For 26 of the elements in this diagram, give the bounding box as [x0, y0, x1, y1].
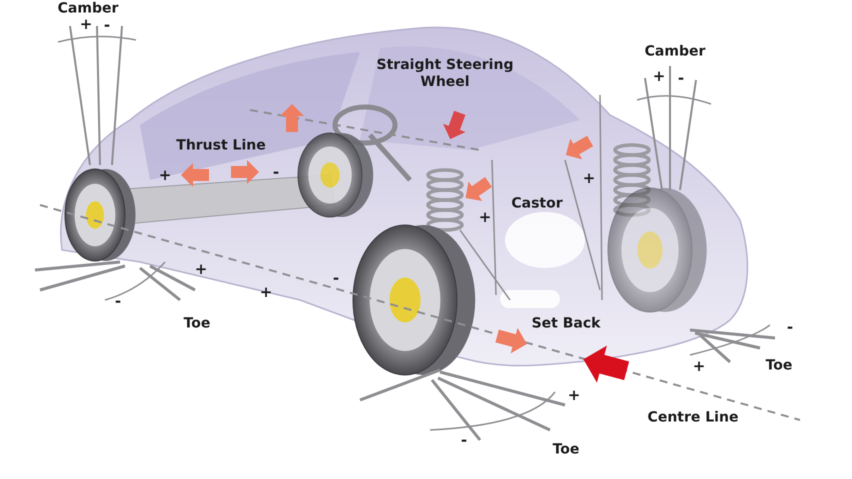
sign-label: -: [678, 69, 684, 87]
callout-label: Camber: [58, 0, 118, 18]
sign-label: +: [80, 15, 92, 33]
sign-label: -: [272, 163, 280, 181]
callout-label: Toe: [184, 316, 210, 332]
callout-label: Toe: [552, 442, 580, 458]
callout-label: Centre Line: [648, 410, 738, 426]
callout-label: Toe: [766, 358, 792, 374]
callout-label: Straight Steering Wheel: [376, 57, 514, 91]
callout-label: Castor: [511, 196, 563, 212]
callout-label: Camber: [644, 44, 706, 60]
callout-label: Thrust Line: [176, 138, 266, 154]
sign-label: -: [332, 269, 340, 287]
sign-label: +: [652, 67, 666, 85]
sign-label: -: [460, 431, 468, 449]
sign-label: -: [104, 16, 110, 34]
sign-label: -: [114, 292, 122, 310]
sign-label: +: [260, 283, 272, 301]
sign-label: +: [692, 357, 706, 375]
callout-label: Set Back: [532, 316, 600, 332]
sign-label: +: [568, 386, 580, 404]
sign-label: +: [158, 166, 172, 184]
sign-label: -: [786, 318, 794, 336]
sign-label: +: [582, 169, 596, 187]
sign-label: +: [194, 260, 208, 278]
sign-label: +: [478, 208, 492, 226]
